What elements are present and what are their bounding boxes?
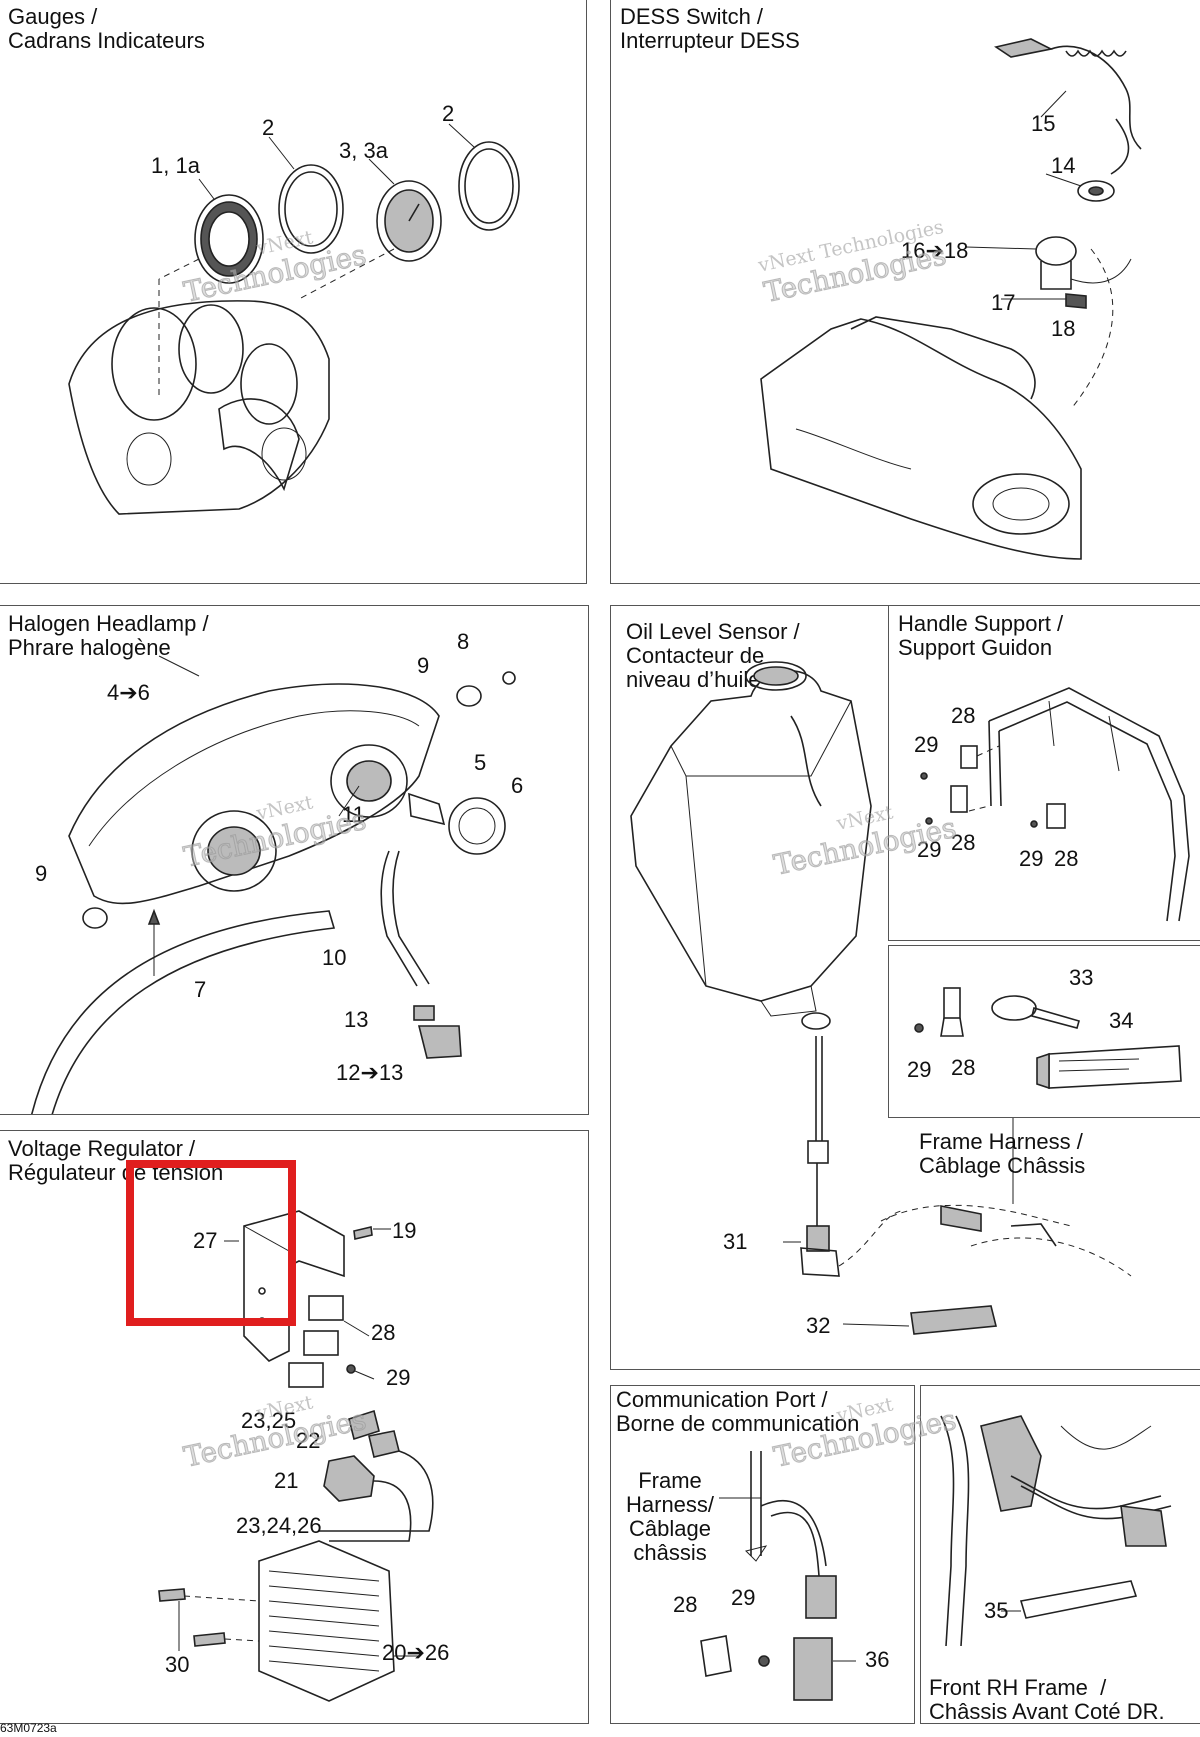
callout-11: 11 <box>342 802 365 827</box>
callout-29: 29 <box>731 1585 756 1610</box>
callout-18: 18 <box>1051 316 1076 341</box>
callout-28: 28 <box>371 1320 396 1345</box>
callout-30: 30 <box>165 1652 190 1677</box>
callout-34: 34 <box>1109 1008 1134 1033</box>
panel-front-rh-frame: 35 Front RH Frame / Châssis Avant Coté D… <box>920 1385 1200 1724</box>
highlight-box <box>126 1160 296 1326</box>
callout-28-a: 28 <box>951 703 976 728</box>
callout-29-a: 29 <box>914 732 939 757</box>
panel-handle-support: Handle Support / Support Guidon 28 29 29… <box>888 605 1200 941</box>
panel-title: Communication Port / Borne de communicat… <box>616 1387 860 1436</box>
callout-7: 7 <box>194 977 207 1002</box>
callout-2-right: 2 <box>442 101 455 126</box>
callout-29: 29 <box>386 1365 411 1390</box>
panel-dess-switch: DESS Switch / Interrupteur DESS <box>610 0 1200 584</box>
gauges-illustration <box>68 123 520 515</box>
headlamp-illustration <box>31 655 516 1114</box>
callout-20-26: 20➔26 <box>382 1640 450 1665</box>
callout-32: 32 <box>806 1313 831 1338</box>
callout-35: 35 <box>984 1598 1009 1623</box>
callout-19: 19 <box>392 1218 417 1243</box>
callout-17: 17 <box>991 290 1016 315</box>
callout-29-b: 29 <box>1019 846 1044 871</box>
callout-8: 8 <box>457 629 470 654</box>
callout-23-25: 23,25 <box>241 1408 297 1433</box>
callout-5: 5 <box>474 750 487 775</box>
dess-illustration <box>760 38 1142 560</box>
callout-29-kit: 29 <box>907 1057 932 1082</box>
front-frame-illustration <box>940 1415 1172 1647</box>
callout-28-b: 28 <box>1054 846 1079 871</box>
panel-title: Handle Support / Support Guidon <box>898 611 1064 660</box>
callout-3-3a: 3, 3a <box>339 138 388 163</box>
panel-gauges: Gauges / Cadrans Indicateurs <box>0 0 587 584</box>
callout-6: 6 <box>511 773 524 798</box>
handle-support-illustration <box>920 687 1190 922</box>
callout-16-18: 16➔18 <box>901 238 969 263</box>
callout-29-c: 29 <box>917 837 942 862</box>
panel-title: DESS Switch / Interrupteur DESS <box>620 4 800 53</box>
panel-title: Gauges / Cadrans Indicateurs <box>8 4 205 53</box>
callout-13: 13 <box>344 1007 369 1032</box>
callout-33: 33 <box>1069 965 1094 990</box>
callout-4-6: 4➔6 <box>107 680 150 705</box>
callout-28-c: 28 <box>951 830 976 855</box>
callout-21: 21 <box>274 1468 299 1493</box>
callout-9-left: 9 <box>35 861 48 886</box>
panel-halogen-headlamp: Halogen Headlamp / Phrare halogène <box>0 605 589 1115</box>
panel-title: Oil Level Sensor / Contacteur de niveau … <box>626 619 800 692</box>
callout-1-1a: 1, 1a <box>151 153 200 178</box>
figure-code: 63M0723a <box>0 1721 57 1735</box>
oil-tank-illustration <box>630 661 1132 1335</box>
callout-10: 10 <box>322 945 347 970</box>
frame-harness-title: Frame Harness / Câblage Châssis <box>919 1129 1086 1178</box>
panel-title: Front RH Frame / Châssis Avant Coté DR. <box>929 1675 1165 1724</box>
callout-22: 22 <box>296 1428 321 1453</box>
callout-27: 27 <box>193 1228 218 1253</box>
callout-14: 14 <box>1051 153 1076 178</box>
callout-9: 9 <box>417 653 430 678</box>
callout-12-13: 12➔13 <box>336 1060 404 1085</box>
panel-communication-port: Communication Port / Borne de communicat… <box>610 1385 915 1724</box>
panel-hardware-kit: 33 34 29 28 <box>888 945 1200 1118</box>
communication-port-illustration <box>700 1451 856 1701</box>
callout-36: 36 <box>865 1647 890 1672</box>
callout-31: 31 <box>723 1229 748 1254</box>
voltage-regulator-illustration <box>158 1210 434 1702</box>
callout-15: 15 <box>1031 111 1056 136</box>
callout-28: 28 <box>673 1592 698 1617</box>
hardware-kit-illustration <box>914 987 1182 1090</box>
callout-28-kit: 28 <box>951 1055 976 1080</box>
callout-23-24-26: 23,24,26 <box>236 1513 322 1538</box>
frame-harness-label: Frame Harness/ Câblage châssis <box>626 1468 715 1565</box>
panel-title: Halogen Headlamp / Phrare halogène <box>8 611 209 660</box>
callout-2: 2 <box>262 115 275 140</box>
